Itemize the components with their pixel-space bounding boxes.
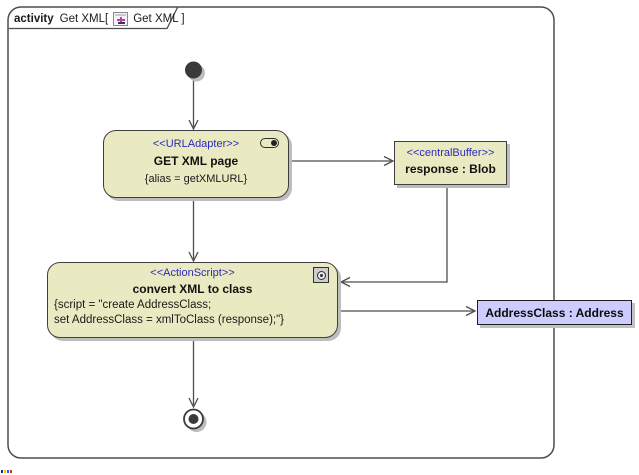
action-node-get-xml-page[interactable]: <<URLAdapter>> GET XML page {alias = get… [103,130,289,198]
corner-watermark [1,470,12,473]
edge-get-xml-to-convert[interactable] [188,199,199,263]
stereotype-label: <<ActionScript>> [150,267,235,279]
buffer-name: response : Blob [405,162,496,176]
central-buffer-node-response[interactable]: <<centralBuffer>> response : Blob [394,141,507,185]
diagram-frame [7,6,555,459]
script-text-line-2: set AddressClass = xmlToClass (response)… [54,314,285,326]
edge-convert-to-final[interactable] [188,339,199,409]
edge-get-xml-to-response[interactable] [289,155,395,167]
initial-node[interactable] [185,61,205,82]
final-node[interactable] [183,408,207,433]
action-name: convert XML to class [132,282,253,296]
stereotype-label: <<URLAdapter>> [152,138,240,150]
edge-response-to-convert[interactable] [339,186,448,288]
frame-diagram-name: Get XML[ [59,12,109,25]
action-name: GET XML page [153,154,239,168]
object-name: AddressClass : Address [485,305,624,320]
activity-diagram-icon [113,11,129,26]
frame-keyword: activity [14,12,54,25]
script-text-line-1: {script = "create AddressClass; [54,299,212,311]
action-node-convert-xml[interactable]: <<ActionScript>> convert XML to class {s… [47,262,338,338]
url-adapter-icon [260,138,279,148]
action-script-icon [313,267,329,283]
edge-convert-to-address[interactable] [339,305,477,317]
frame-title: activity Get XML[ Get XML ] [14,10,185,27]
object-node-address-class[interactable]: AddressClass : Address [477,300,632,325]
stereotype-label: <<centralBuffer>> [406,147,495,159]
edge-initial-to-get-xml[interactable] [188,79,199,131]
action-properties: {alias = getXMLURL} [144,173,248,185]
frame-title-tab-outline [8,7,179,30]
frame-inner-name: Get XML ] [133,12,185,25]
